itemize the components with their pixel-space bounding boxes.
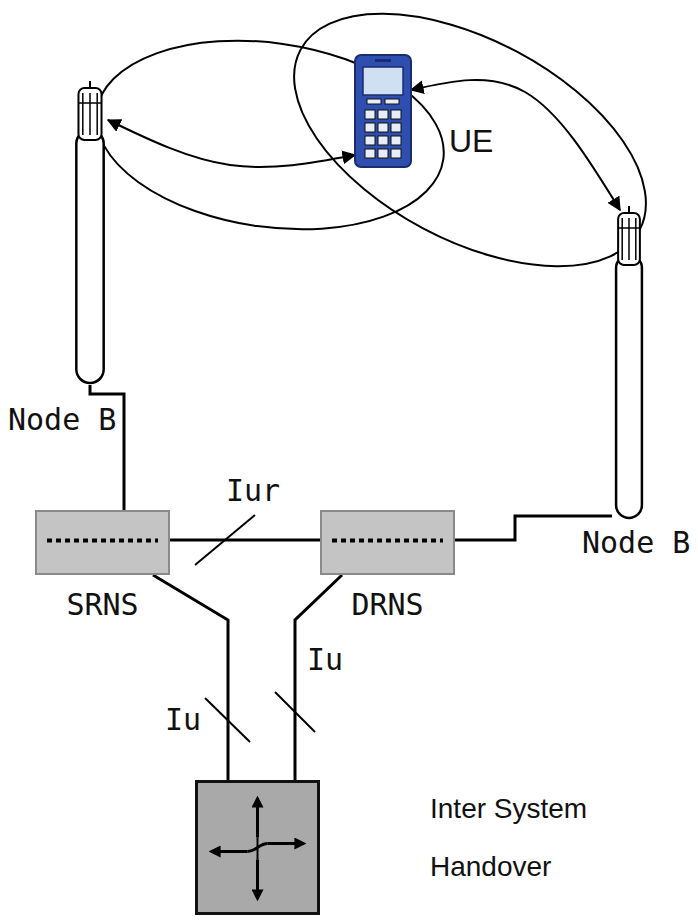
switch-arrow	[256, 798, 259, 838]
rns-bus	[332, 539, 443, 543]
node-b-tower: Node B	[612, 210, 646, 520]
node-label: UE	[447, 125, 495, 157]
node-label: DRNS	[320, 590, 455, 620]
antenna-band	[618, 227, 640, 229]
interface-link	[90, 385, 124, 510]
antenna-element	[621, 218, 623, 260]
switch-arrow	[256, 860, 259, 900]
rns-bus	[47, 539, 158, 543]
phone-key	[378, 110, 388, 119]
node-shape	[355, 55, 411, 167]
phone-key	[378, 123, 388, 132]
antenna-element	[628, 218, 630, 260]
rns-box	[36, 511, 169, 574]
handover-switch: Inter System Handover	[195, 780, 320, 915]
interface-link	[295, 575, 342, 780]
radio-link	[108, 120, 355, 167]
node-label: Node B	[582, 528, 690, 558]
interface-label: Iu	[163, 705, 203, 735]
ue-handset: UE	[355, 55, 411, 167]
phone-button	[385, 99, 399, 104]
phone-key	[365, 123, 375, 132]
interface-label: Iu	[305, 645, 345, 675]
antenna-element	[96, 93, 98, 135]
interface-label: Iur	[224, 476, 282, 506]
antenna-band	[78, 102, 101, 104]
phone-key	[365, 149, 375, 158]
rns-node: DRNS	[320, 510, 455, 575]
phone-key	[365, 110, 375, 119]
phone-key	[391, 149, 401, 158]
tower-pole	[76, 130, 103, 383]
node-b-tower: Node B	[72, 85, 108, 385]
antenna-panel	[618, 213, 640, 265]
phone-key	[365, 136, 375, 145]
node-shape	[72, 85, 108, 385]
rns-node: SRNS	[35, 510, 170, 575]
interface-link	[170, 539, 320, 542]
switch-arrow	[211, 850, 248, 853]
switch-core	[257, 838, 259, 860]
phone-button	[367, 99, 381, 104]
node-shape	[35, 510, 170, 575]
phone-key	[391, 123, 401, 132]
rns-box	[321, 511, 454, 574]
radio-link	[411, 80, 620, 210]
antenna-element	[89, 93, 91, 135]
phone-screen	[363, 67, 403, 95]
antenna-element	[635, 218, 637, 260]
node-shape	[612, 210, 646, 520]
antenna-panel	[78, 88, 101, 140]
interface-link	[153, 575, 228, 780]
phone-key	[391, 110, 401, 119]
node-shape	[195, 780, 320, 915]
node-shape	[320, 510, 455, 575]
phone-body	[355, 55, 411, 167]
switch-box	[197, 782, 319, 914]
switch-arrow	[268, 842, 305, 845]
phone-speaker	[375, 59, 391, 62]
phone-key	[391, 136, 401, 145]
node-label: Node B	[8, 405, 116, 435]
tower-pole	[616, 255, 642, 518]
phone-key	[378, 136, 388, 145]
phone-key	[378, 149, 388, 158]
antenna-element	[82, 93, 84, 135]
node-label: SRNS	[35, 590, 170, 620]
system-caption: Inter System Handover	[430, 780, 660, 896]
